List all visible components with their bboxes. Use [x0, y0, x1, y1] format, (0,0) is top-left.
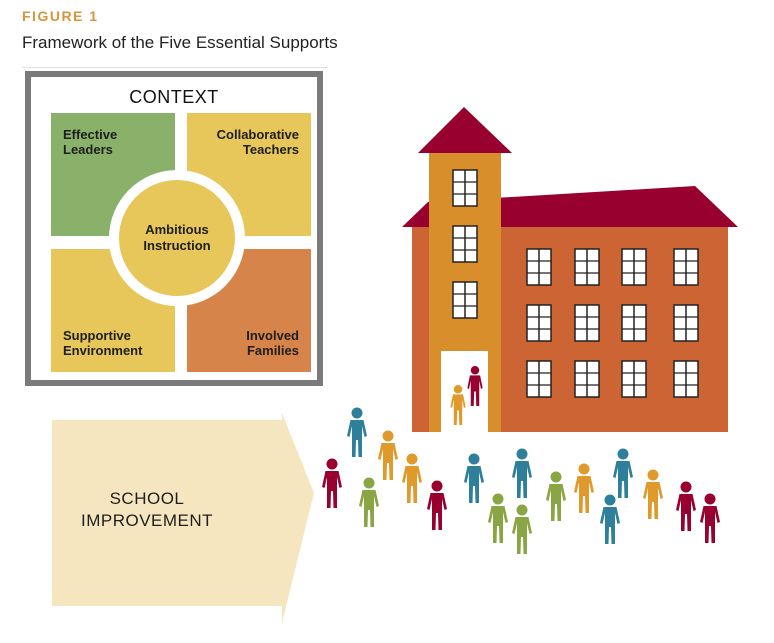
- person-icon: [512, 504, 532, 554]
- figure-label: FIGURE 1: [22, 8, 99, 24]
- support-label-line1: Effective: [63, 127, 118, 142]
- arrow-label-line1: SCHOOL: [109, 489, 185, 508]
- person-icon: [322, 458, 342, 508]
- school-improvement-label: SCHOOL IMPROVEMENT: [52, 488, 242, 532]
- person-icon: [643, 469, 663, 519]
- person-icon: [676, 481, 696, 531]
- person-icon: [378, 430, 398, 480]
- support-label-line2: Leaders: [63, 142, 113, 157]
- person-icon: [600, 494, 620, 544]
- arrow-label-line2: IMPROVEMENT: [80, 511, 214, 530]
- person-icon: [512, 448, 532, 498]
- divider: [22, 67, 328, 68]
- support-label-line2: Families: [246, 343, 299, 358]
- school-improvement-arrow: [52, 413, 314, 623]
- person-icon: [347, 407, 367, 457]
- person-icon: [402, 453, 422, 503]
- center-label-line2: Instruction: [143, 238, 211, 253]
- person-icon: [546, 471, 566, 521]
- support-label-line1: Involved: [246, 328, 299, 343]
- person-icon: [700, 493, 720, 543]
- person-icon: [488, 493, 508, 543]
- support-label-line2: Environment: [63, 343, 143, 358]
- person-icon: [359, 477, 379, 527]
- support-label-line1: Supportive: [63, 328, 131, 343]
- context-title: CONTEXT: [129, 87, 219, 107]
- person-icon: [613, 448, 633, 498]
- figure-title: Framework of the Five Essential Supports: [22, 33, 338, 52]
- person-icon: [427, 480, 447, 530]
- school-building-icon: [402, 107, 738, 432]
- center-label-line1: Ambitious: [145, 222, 209, 237]
- support-label-line1: Collaborative: [216, 127, 299, 142]
- support-label-line2: Teachers: [242, 142, 299, 157]
- person-icon: [464, 453, 484, 503]
- person-icon: [574, 463, 594, 513]
